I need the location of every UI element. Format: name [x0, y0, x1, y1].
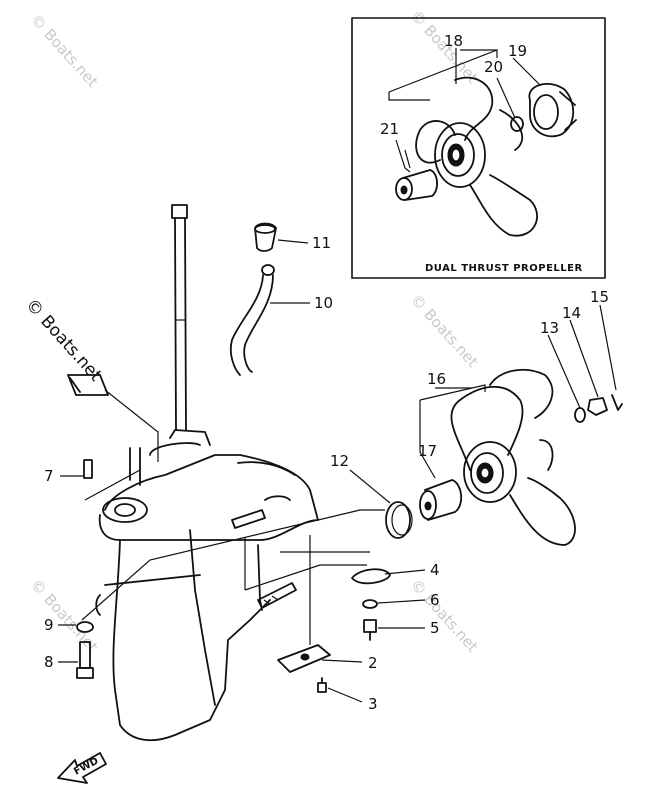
callout-label: 18 [444, 32, 463, 50]
grommet [254, 222, 277, 252]
inset-bushing [395, 169, 438, 201]
shift-rod [171, 204, 188, 431]
housing-bolt [76, 641, 94, 679]
screw [317, 677, 327, 693]
callout-label: 4 [430, 561, 440, 579]
dual-thrust-propeller-inset: DUAL THRUST PROPELLER [351, 17, 606, 279]
callout-label: 12 [330, 452, 349, 470]
anode-bolt [363, 619, 377, 641]
watermark: © Boats.net [407, 576, 482, 656]
washer [76, 621, 94, 633]
propeller [450, 368, 576, 546]
water-tube [229, 264, 275, 376]
propeller-nut [587, 397, 608, 416]
spacer [419, 479, 462, 521]
callout-label: 6 [430, 591, 440, 609]
lock-washer [362, 599, 378, 609]
cover-plate [277, 644, 331, 673]
watermark: © Boats.net [407, 291, 482, 371]
inset-caption: DUAL THRUST PROPELLER [425, 263, 583, 274]
callout-label: 3 [368, 695, 378, 713]
callout-label: 2 [368, 654, 378, 672]
dowel-pin [83, 459, 93, 479]
forward-direction-arrow: FWD [57, 752, 107, 784]
callout-label: 11 [312, 234, 331, 252]
inset-propeller-cap [528, 83, 577, 138]
callout-label: 13 [540, 319, 559, 337]
gasket [67, 374, 109, 396]
watermark-dark: © Boats.net [21, 295, 105, 386]
lower-unit-housing [95, 429, 319, 742]
watermark: © Boats.net [27, 11, 102, 91]
callout-label: 21 [380, 120, 399, 138]
callout-label: 16 [427, 370, 446, 388]
callout-label: 7 [44, 467, 54, 485]
cotter-pin [611, 394, 623, 411]
callout-label: 10 [314, 294, 333, 312]
callout-label: 17 [418, 442, 437, 460]
callout-label: 19 [508, 42, 527, 60]
callout-label: 14 [562, 304, 581, 322]
inset-propeller-illustration [415, 76, 538, 237]
thrust-washer [385, 501, 413, 539]
callout-label: 15 [590, 288, 609, 306]
callout-label: 9 [44, 616, 54, 634]
callout-label: 20 [484, 58, 503, 76]
inset-washer [510, 116, 524, 132]
callout-label: 5 [430, 619, 440, 637]
callout-label: 8 [44, 653, 54, 671]
trim-anode [351, 568, 391, 585]
washer [574, 407, 586, 423]
